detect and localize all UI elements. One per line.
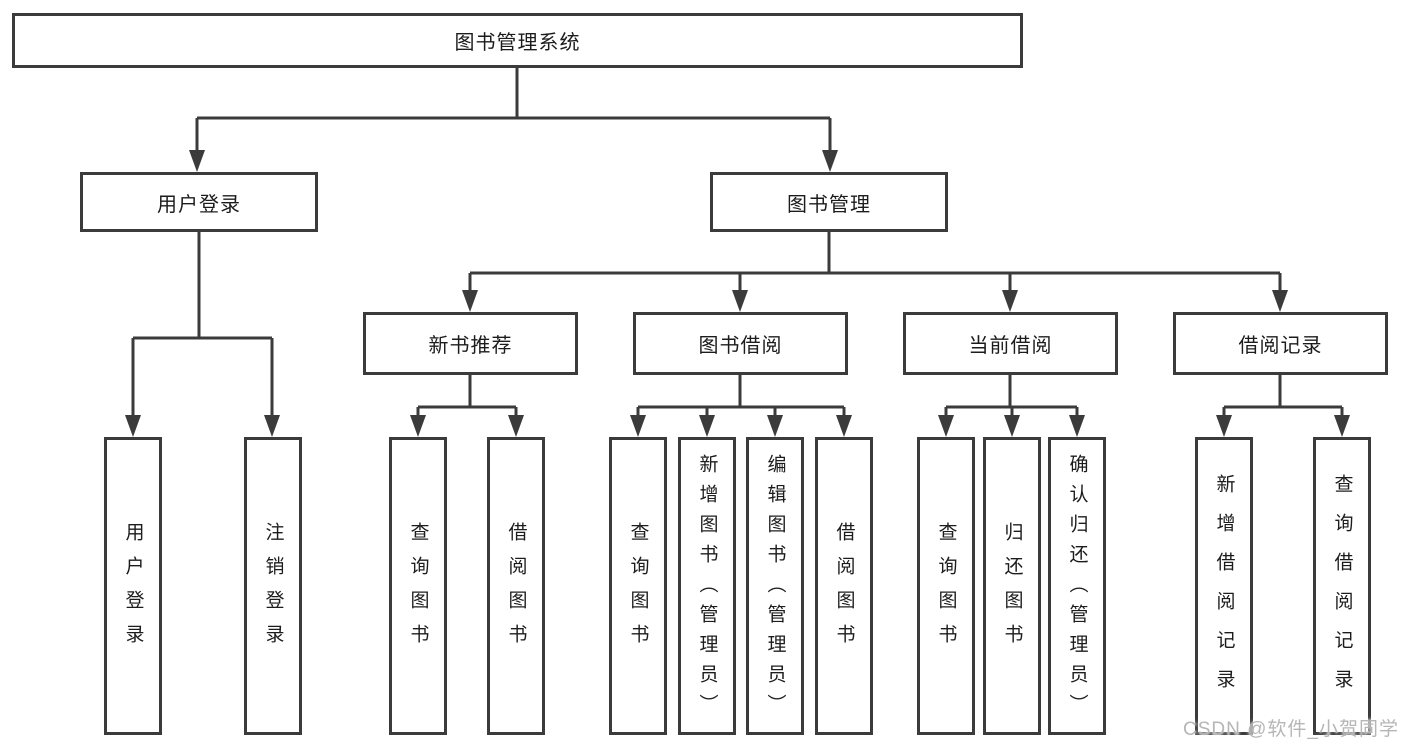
node-library-management-system: 图书管理系统 <box>12 13 1023 68</box>
arrow-down-icon <box>410 415 426 437</box>
node-label: 编辑图书（管理员） <box>764 453 786 724</box>
node-label: 查询图书 <box>407 522 429 658</box>
arrowheads-group <box>125 150 1350 437</box>
node-current-borrowing: 当前借阅 <box>903 312 1118 375</box>
node-label: 查询图书 <box>935 522 957 658</box>
leaf-borrow-books: 借阅图书 <box>487 437 545 735</box>
leaf-edit-books-admin: 编辑图书（管理员） <box>746 437 804 735</box>
leaf-borrow-books: 借阅图书 <box>815 437 873 735</box>
node-label: 用户登录 <box>122 522 144 658</box>
leaf-return-books: 归还图书 <box>983 437 1041 735</box>
node-label: 新增借阅记录 <box>1213 474 1235 708</box>
leaf-user-login: 用户登录 <box>104 437 162 735</box>
leaf-add-books-admin: 新增图书（管理员） <box>678 437 736 735</box>
node-label: 借阅图书 <box>505 522 527 658</box>
node-new-book-recommend: 新书推荐 <box>363 312 578 375</box>
arrow-down-icon <box>1216 415 1232 437</box>
node-label: 查询借阅记录 <box>1331 474 1353 708</box>
node-label: 借阅记录 <box>1238 335 1323 357</box>
arrow-down-icon <box>462 290 478 312</box>
arrow-down-icon <box>767 415 783 437</box>
arrow-down-icon <box>732 290 748 312</box>
leaf-logout-login: 注销登录 <box>244 437 302 735</box>
arrow-down-icon <box>1272 290 1288 312</box>
arrow-down-icon <box>125 415 141 437</box>
csdn-watermark: CSDN @软件_小贺同学 <box>1183 719 1399 740</box>
leaf-add-borrow-record: 新增借阅记录 <box>1195 437 1253 735</box>
node-label: 查询图书 <box>627 522 649 658</box>
node-label: 图书管理 <box>787 193 871 216</box>
arrow-down-icon <box>836 415 852 437</box>
arrow-down-icon <box>264 415 280 437</box>
leaf-query-books: 查询图书 <box>917 437 975 735</box>
node-label: 图书管理系统 <box>454 32 581 54</box>
node-label: 注销登录 <box>262 522 284 658</box>
node-label: 当前借阅 <box>968 335 1053 357</box>
node-label: 新书推荐 <box>428 335 513 357</box>
arrow-down-icon <box>189 150 205 172</box>
arrow-down-icon <box>822 150 838 172</box>
arrow-down-icon <box>699 415 715 437</box>
tree-connector-path <box>131 68 1344 417</box>
arrow-down-icon <box>1069 415 1085 437</box>
node-label: 归还图书 <box>1001 522 1023 658</box>
arrow-down-icon <box>938 415 954 437</box>
node-user-login: 用户登录 <box>80 172 318 232</box>
node-label: 新增图书（管理员） <box>696 453 718 724</box>
node-book-management: 图书管理 <box>710 172 948 232</box>
node-book-borrowing: 图书借阅 <box>633 312 848 375</box>
arrow-down-icon <box>1002 290 1018 312</box>
arrow-down-icon <box>1334 415 1350 437</box>
node-borrow-records: 借阅记录 <box>1173 312 1388 375</box>
node-label: 确认归还（管理员） <box>1066 453 1088 724</box>
arrow-down-icon <box>1004 415 1020 437</box>
leaf-confirm-return-admin: 确认归还（管理员） <box>1048 437 1106 735</box>
leaf-query-books: 查询图书 <box>389 437 447 735</box>
arrow-down-icon <box>630 415 646 437</box>
node-label: 用户登录 <box>157 193 241 216</box>
node-label: 图书借阅 <box>698 335 783 357</box>
leaf-query-borrow-record: 查询借阅记录 <box>1313 437 1371 735</box>
leaf-query-books: 查询图书 <box>609 437 667 735</box>
arrow-down-icon <box>508 415 524 437</box>
node-label: 借阅图书 <box>833 522 855 658</box>
